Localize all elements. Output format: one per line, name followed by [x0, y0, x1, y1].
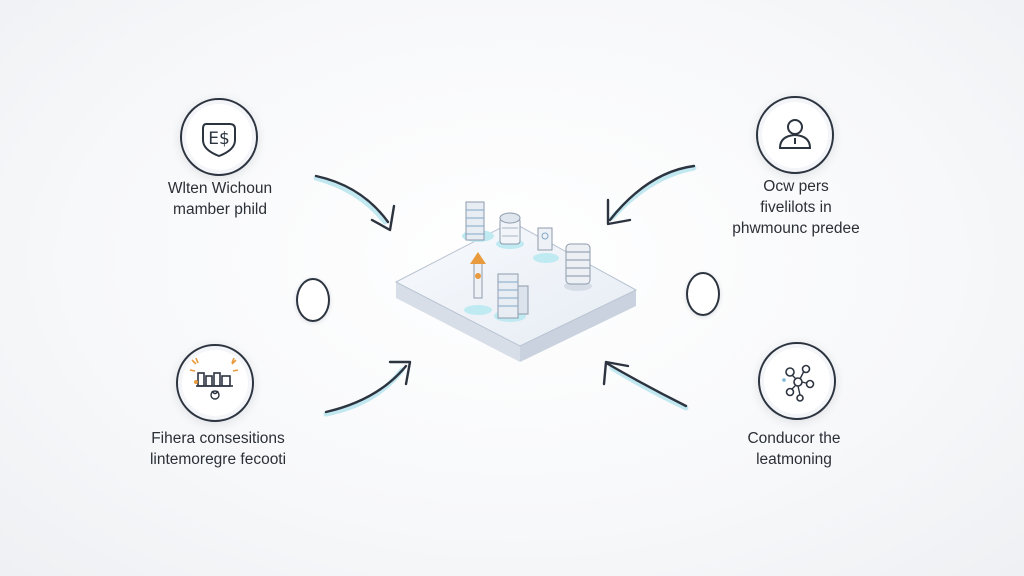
- arrow-bottom-left: [323, 360, 412, 417]
- node-label-top-left: Wlten Wichoun mamber phild: [167, 180, 273, 218]
- arrow-bottom-right: [602, 360, 689, 411]
- node-label-bottom-right: Conducor the leatmoning: [747, 430, 841, 468]
- arrow-top-right: [606, 164, 697, 226]
- dollar-shield-icon: E$: [180, 98, 258, 176]
- factory-icon: [176, 344, 254, 422]
- arrow-top-left: [313, 174, 396, 232]
- node-label-bottom-left: Fihera consesitions lintemoregre fecooti: [149, 430, 287, 468]
- network-icon: [758, 342, 836, 420]
- user-icon: [756, 96, 834, 174]
- left-connector-node: [296, 278, 330, 322]
- node-label-top-right: Ocw pers fivelilots in phwmounc predee: [732, 178, 860, 237]
- isometric-platform-icon: [394, 201, 638, 362]
- right-connector-node: [686, 272, 720, 316]
- svg-text:E$: E$: [208, 129, 230, 149]
